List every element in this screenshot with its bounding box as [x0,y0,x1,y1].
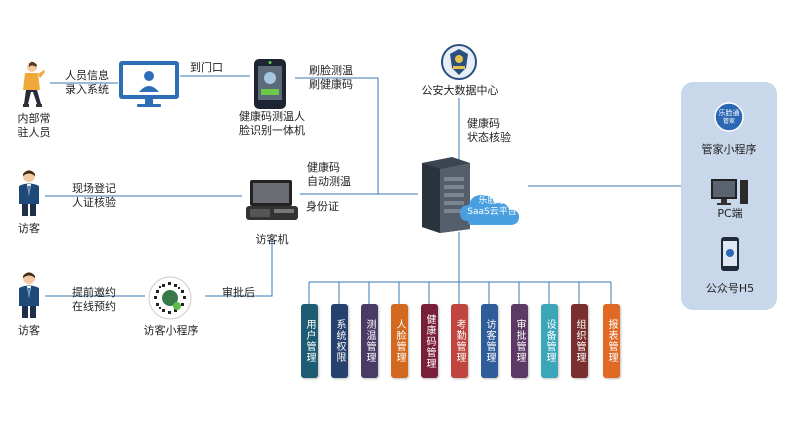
module-label: 报表管理 [606,319,617,363]
module-label: 健康码管理 [424,313,435,369]
kiosk-label: 健康码测温人 脸识别一体机 [239,110,305,137]
mini-program-code-icon [148,276,192,320]
police-center-label: 公安大数据中心 [421,84,499,97]
visitor1-label: 访客 [18,222,40,235]
h5-label: 公众号H5 [705,282,755,295]
module-label: 考勤管理 [454,319,465,363]
module-visitor-management[interactable]: 访客管理 [481,304,498,378]
police-emblem-icon [441,44,477,80]
walking-person-icon [23,61,45,107]
module-approval-management[interactable]: 审批管理 [511,304,528,378]
module-health-code-management[interactable]: 健康码管理 [421,304,438,378]
resident-label: 内部常 驻人员 [17,112,51,139]
id-card-label: 身份证 [306,200,339,213]
cloud-brand-label: 乐脸通 [478,196,506,206]
pc-icon [711,179,748,205]
module-label: 审批管理 [514,319,525,363]
module-organization-management[interactable]: 组织管理 [571,304,588,378]
face-temp-label: 刷脸测温 刷健康码 [309,64,353,91]
module-attendance-management[interactable]: 考勤管理 [451,304,468,378]
visitor2-label: 访客 [18,324,40,337]
visitor-machine-icon [246,180,298,220]
health-check-label: 健康码 状态核验 [467,117,511,144]
visitor-person-icon [19,170,39,216]
visitor-person-icon [19,272,39,318]
health-auto-temp-label: 健康码 自动测温 [307,161,351,188]
module-label: 组织管理 [574,319,585,363]
module-temperature-management[interactable]: 测温管理 [361,304,378,378]
module-device-management[interactable]: 设备管理 [541,304,558,378]
mini-program-label: 访客小程序 [143,324,199,337]
manager-logo-text: 乐脸通 [718,109,740,117]
manager-app-logo-icon [714,102,744,132]
mobile-phone-icon [721,237,739,271]
manager-app-label: 管家小程序 [701,143,757,156]
module-label: 用户管理 [304,319,315,363]
manager-logo-sub: 管家 [722,118,735,125]
module-label: 测温管理 [364,319,375,363]
onsite-register-label: 现场登记 人证核验 [72,182,116,209]
module-label: 设备管理 [544,319,555,363]
server-cloud-icon [422,157,520,233]
face-kiosk-icon [254,59,286,109]
module-system-permission[interactable]: 系统权限 [331,304,348,378]
module-report-management[interactable]: 报表管理 [603,304,620,378]
cloud-platform-label: SaaS云平台 [467,207,517,217]
after-approval-label: 审批后 [222,286,255,299]
module-user-management[interactable]: 用户管理 [301,304,318,378]
module-label: 访客管理 [484,319,495,363]
to-door-label: 到门口 [190,61,223,74]
advance-invite-label: 提前邀约 在线预约 [72,286,116,313]
personnel-info-label: 人员信息 录入系统 [65,69,109,96]
module-label: 系统权限 [334,319,345,363]
module-label: 人脸管理 [394,319,405,363]
pc-label: PC端 [717,207,743,220]
monitor-icon [119,61,179,107]
visitor-machine-label: 访客机 [255,233,289,246]
module-face-management[interactable]: 人脸管理 [391,304,408,378]
